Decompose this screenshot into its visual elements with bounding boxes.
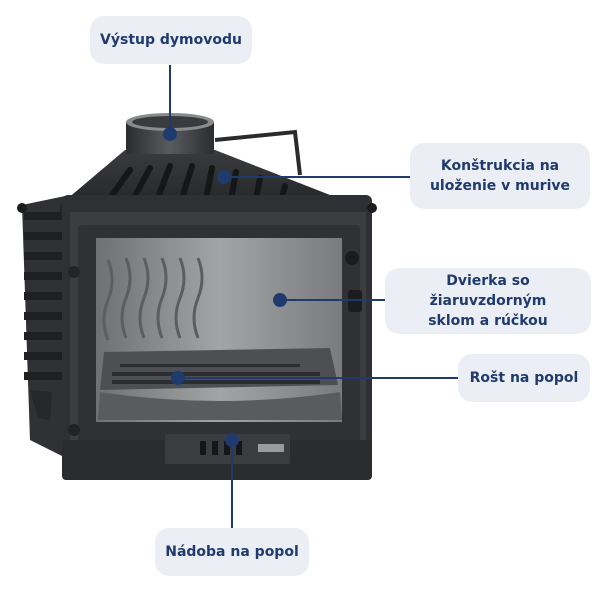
label-ash-pan-text: Nádoba na popol (165, 544, 299, 560)
label-construction-line2: uloženie v murive (429, 178, 571, 194)
grate-bars (100, 348, 338, 390)
label-construction-line1: Konštrukcia na (440, 158, 560, 174)
label-flue-outlet-text: Výstup dymovodu (100, 32, 242, 48)
label-grate-text: Rošt na popol (469, 370, 579, 386)
side-fins (17, 195, 70, 460)
callout-lines (169, 65, 458, 528)
label-flue-outlet: Výstup dymovodu (90, 16, 252, 64)
dot-door (273, 293, 287, 307)
dot-construction (217, 170, 231, 184)
top-rail (214, 129, 302, 176)
label-door-line1: Dvierka so žiaruvzdorným (429, 273, 547, 309)
glass-pane (96, 238, 342, 422)
label-ash-pan: Nádoba na popol (155, 528, 309, 576)
dot-flue (163, 127, 177, 141)
firebox-pattern (102, 257, 204, 341)
label-door: Dvierka so žiaruvzdorným sklom a rúčkou (385, 268, 591, 334)
label-grate: Rošt na popol (458, 354, 590, 402)
label-construction: Konštrukcia na uloženie v murive (410, 143, 590, 209)
label-door-line2: sklom a rúčkou (428, 313, 548, 329)
dot-grate (171, 371, 185, 385)
callout-dots (163, 127, 287, 447)
dot-ashpan (225, 433, 239, 447)
